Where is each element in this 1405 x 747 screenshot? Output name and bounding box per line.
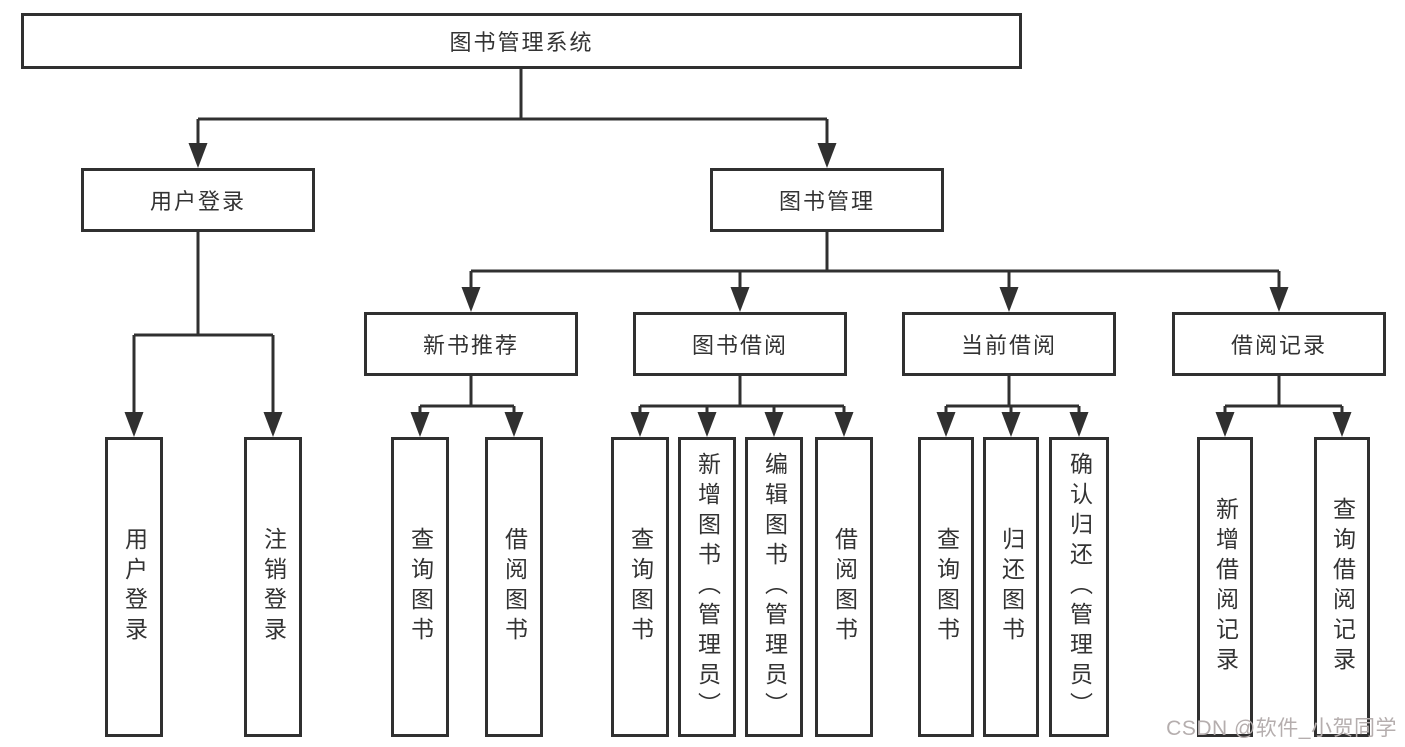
arrowheads bbox=[124, 143, 1352, 437]
leaf-user-login: 用户登录 bbox=[105, 437, 163, 737]
leaf-current-return-books: 归还图书 bbox=[983, 437, 1039, 737]
node-label: 注销登录 bbox=[260, 527, 287, 647]
node-label: 编辑图书（管理员） bbox=[761, 452, 788, 722]
node-label: 查询图书 bbox=[407, 527, 434, 647]
node-label: 查询图书 bbox=[627, 527, 654, 647]
node-label: 新增借阅记录 bbox=[1212, 497, 1239, 677]
node-book-management: 图书管理 bbox=[710, 168, 944, 232]
node-current-borrow: 当前借阅 bbox=[902, 312, 1116, 376]
node-new-book-recommend: 新书推荐 bbox=[364, 312, 578, 376]
leaf-logout: 注销登录 bbox=[244, 437, 302, 737]
leaf-current-query-books: 查询图书 bbox=[918, 437, 974, 737]
node-label: 借阅记录 bbox=[1230, 333, 1327, 358]
node-label: 新书推荐 bbox=[422, 333, 519, 358]
node-label: 查询图书 bbox=[933, 527, 960, 647]
leaf-recommend-borrow-books: 借阅图书 bbox=[485, 437, 543, 737]
leaf-borrow-add-books-admin: 新增图书（管理员） bbox=[678, 437, 736, 737]
leaf-borrow-query-books: 查询图书 bbox=[611, 437, 669, 737]
node-label: 图书借阅 bbox=[691, 333, 788, 358]
node-label: 查询借阅记录 bbox=[1329, 497, 1356, 677]
node-book-borrow: 图书借阅 bbox=[633, 312, 847, 376]
node-user-login: 用户登录 bbox=[81, 168, 315, 232]
leaf-records-query-record: 查询借阅记录 bbox=[1314, 437, 1370, 737]
node-label: 用户登录 bbox=[121, 527, 148, 647]
node-label: 图书管理系统 bbox=[449, 30, 594, 55]
leaf-current-confirm-return-admin: 确认归还（管理员） bbox=[1049, 437, 1109, 737]
node-label: 用户登录 bbox=[149, 189, 246, 214]
leaf-borrow-borrow-books: 借阅图书 bbox=[815, 437, 873, 737]
node-label: 新增图书（管理员） bbox=[694, 452, 721, 722]
node-library-system: 图书管理系统 bbox=[21, 13, 1022, 69]
node-label: 归还图书 bbox=[998, 527, 1025, 647]
node-label: 图书管理 bbox=[778, 189, 875, 214]
node-label: 确认归还（管理员） bbox=[1066, 452, 1093, 722]
node-label: 借阅图书 bbox=[831, 527, 858, 647]
leaf-recommend-query-books: 查询图书 bbox=[391, 437, 449, 737]
csdn-watermark: CSDN @软件_小贺同学 bbox=[1166, 717, 1397, 740]
node-borrow-records: 借阅记录 bbox=[1172, 312, 1386, 376]
node-label: 借阅图书 bbox=[501, 527, 528, 647]
node-label: 当前借阅 bbox=[960, 333, 1057, 358]
leaf-records-add-record: 新增借阅记录 bbox=[1197, 437, 1253, 737]
leaf-borrow-edit-books-admin: 编辑图书（管理员） bbox=[745, 437, 803, 737]
